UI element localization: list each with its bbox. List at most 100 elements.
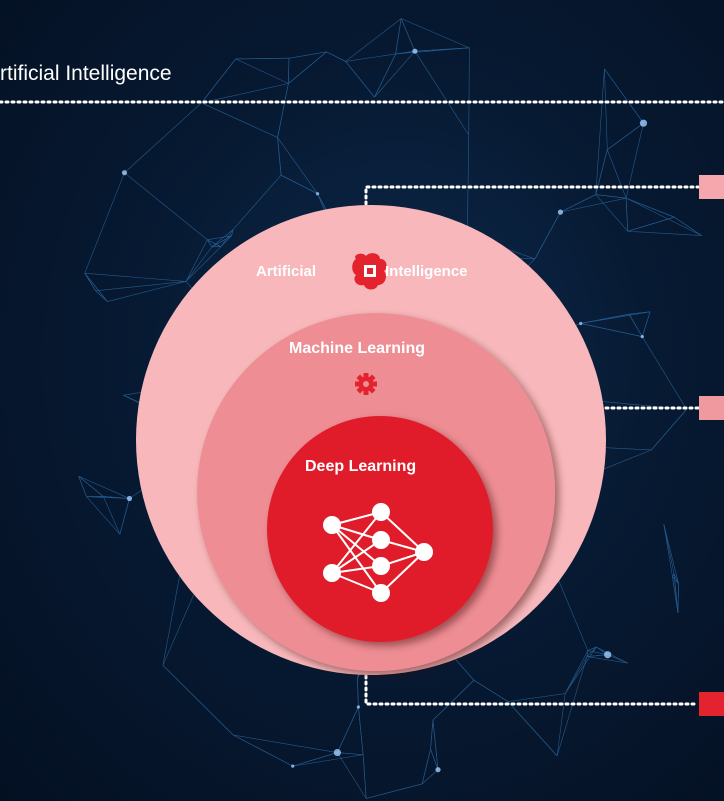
network-edge — [414, 51, 470, 136]
network-edge — [277, 83, 289, 138]
network-edge — [556, 693, 566, 756]
network-edge — [674, 216, 702, 236]
network-edge — [421, 749, 431, 784]
network-edge — [119, 498, 130, 535]
network-edge — [235, 57, 289, 60]
ai-marker — [699, 175, 724, 199]
network-edge — [288, 51, 327, 84]
network-edge — [672, 576, 679, 585]
network-edge — [211, 235, 232, 248]
nn-node — [372, 531, 390, 549]
network-edge — [277, 137, 282, 176]
network-edge — [185, 246, 222, 282]
network-node — [126, 495, 133, 502]
network-edge — [432, 680, 475, 721]
network-edge — [233, 734, 293, 767]
network-edge — [628, 314, 643, 337]
network-edge — [673, 573, 679, 585]
network-edge — [580, 311, 651, 324]
network-edge — [595, 68, 605, 195]
network-edge — [672, 576, 679, 613]
network-edge — [220, 235, 232, 247]
network-node — [121, 170, 128, 176]
network-edge — [107, 281, 187, 302]
network-edge — [201, 102, 278, 138]
network-edge — [395, 47, 470, 55]
network-node — [435, 767, 441, 773]
network-edge — [362, 754, 367, 799]
network-edge — [672, 573, 675, 577]
network-edge — [641, 311, 651, 337]
network-edge — [95, 281, 187, 292]
network-edge — [345, 18, 402, 62]
network-edge — [564, 646, 597, 694]
dl-marker — [699, 692, 724, 716]
network-edge — [625, 197, 702, 236]
nn-edge — [331, 524, 382, 594]
network-edge — [596, 646, 628, 664]
neural-network-icon — [323, 503, 433, 602]
network-edge — [84, 273, 108, 302]
network-edge — [357, 678, 359, 707]
network-node — [640, 335, 644, 339]
network-edge — [233, 734, 338, 753]
network-edge — [663, 524, 679, 584]
network-edge — [651, 409, 687, 451]
network-edge — [559, 582, 589, 651]
network-edge — [430, 720, 434, 750]
network-node — [639, 119, 648, 127]
network-node — [356, 705, 360, 709]
network-edge — [467, 134, 470, 235]
network-edge — [627, 230, 702, 236]
network-edge — [280, 174, 318, 194]
network-edge — [586, 646, 597, 657]
dl-label: Deep Learning — [305, 458, 417, 475]
network-edge — [84, 172, 125, 274]
network-edge — [374, 50, 416, 98]
network-edge — [625, 198, 629, 232]
network-edge — [201, 83, 289, 104]
network-edge — [86, 496, 121, 535]
network-edge — [292, 752, 338, 767]
nn-edge — [380, 551, 425, 594]
gear-icon — [355, 373, 377, 395]
network-edge — [587, 646, 597, 651]
network-edge — [602, 449, 652, 470]
network-edge — [235, 58, 289, 84]
nn-node — [415, 543, 433, 561]
network-edge — [162, 665, 234, 736]
network-edge — [374, 53, 396, 98]
nn-node — [372, 557, 390, 575]
network-edge — [395, 18, 402, 55]
network-edge — [185, 246, 213, 282]
network-edge — [84, 273, 96, 291]
network-edge — [103, 496, 121, 535]
brain-chip-icon — [352, 253, 387, 290]
nn-edge — [331, 524, 382, 567]
network-edge — [663, 524, 673, 577]
ml-label: Machine Learning — [289, 340, 426, 357]
network-edge — [337, 706, 359, 753]
network-edge — [564, 656, 588, 694]
network-edge — [358, 706, 364, 755]
ml-marker — [699, 396, 724, 420]
network-edge — [586, 650, 589, 657]
nn-edge — [331, 511, 382, 574]
network-edge — [556, 656, 588, 756]
network-edge — [84, 272, 187, 282]
network-edge — [345, 53, 396, 62]
network-edge — [421, 769, 439, 785]
network-edge — [400, 18, 416, 52]
network-edge — [430, 749, 439, 770]
network-edge — [78, 476, 104, 497]
network-edge — [366, 783, 423, 799]
network-edge — [507, 701, 558, 757]
network-edge — [677, 583, 679, 613]
network-edge — [560, 197, 627, 213]
network-edge — [207, 239, 222, 247]
network-edge — [201, 58, 236, 103]
network-node — [412, 48, 418, 54]
network-edge — [586, 656, 628, 664]
